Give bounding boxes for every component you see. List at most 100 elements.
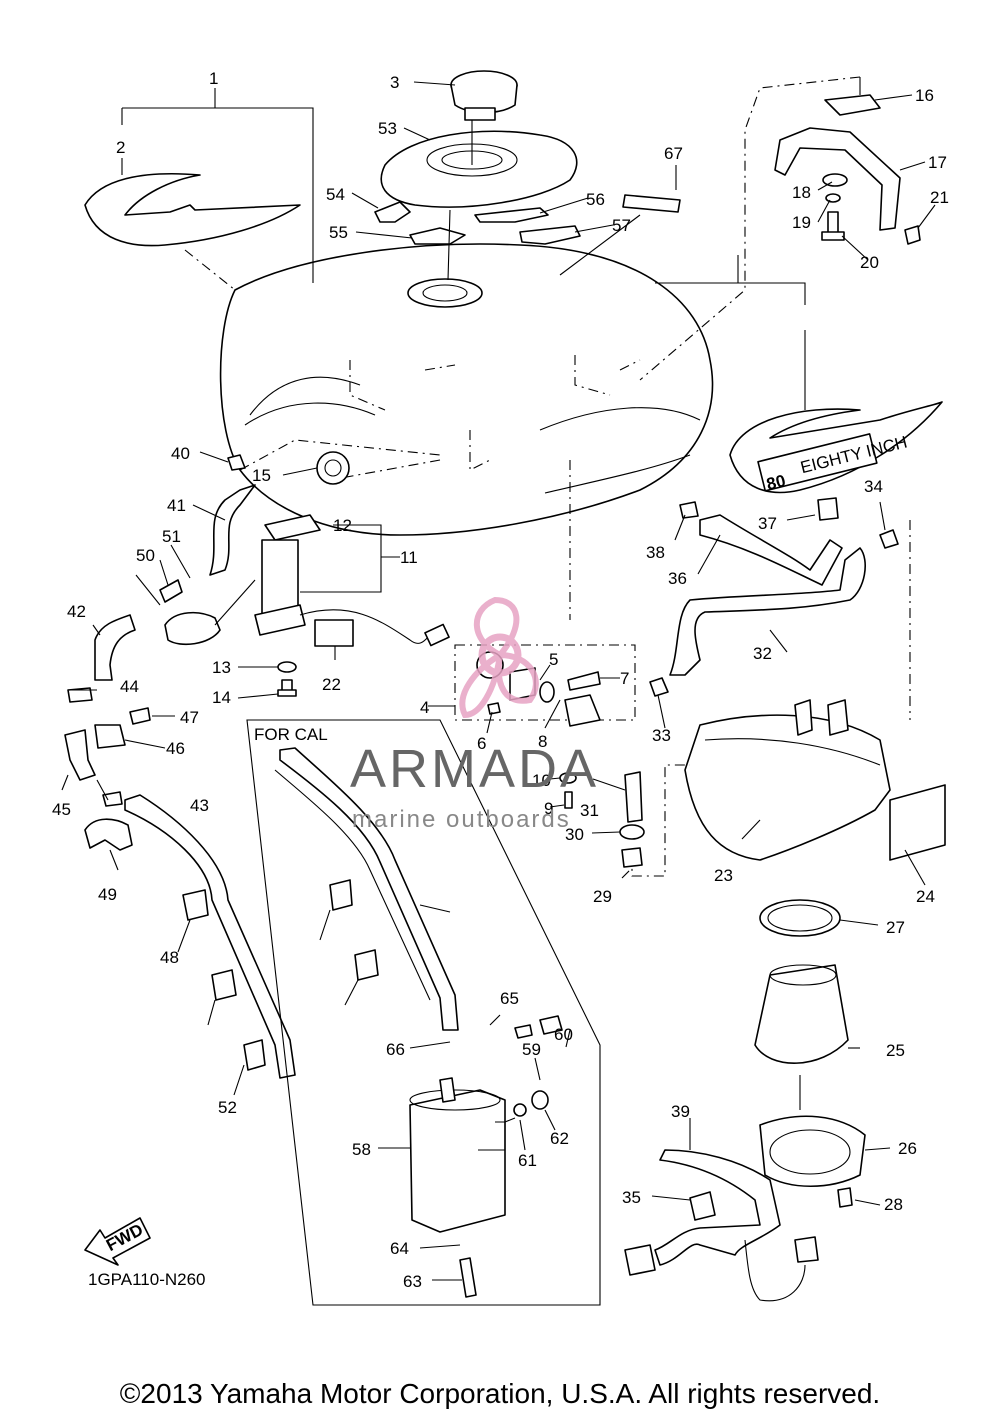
holder-46 xyxy=(94,724,126,749)
decal-57 xyxy=(519,225,581,245)
callout-2: 2 xyxy=(116,138,125,157)
callout-46: 46 xyxy=(166,739,185,758)
callout-labels: 1 2 3 4 5 6 7 8 9 10 11 12 13 14 15 16 1… xyxy=(52,69,949,1291)
callout-62: 62 xyxy=(550,1129,569,1148)
clip-34 xyxy=(879,529,899,549)
fuel-pump-25 xyxy=(754,964,849,1064)
hose-42 xyxy=(94,614,136,681)
callout-13: 13 xyxy=(212,658,231,677)
damper-16 xyxy=(824,94,881,116)
screw-9 xyxy=(564,791,573,809)
callout-55: 55 xyxy=(329,223,348,242)
callout-45: 45 xyxy=(52,800,71,819)
callout-19: 19 xyxy=(792,213,811,232)
callout-47: 47 xyxy=(180,708,199,727)
screw-47 xyxy=(129,707,151,725)
bolt-21 xyxy=(904,225,921,245)
callout-58: 58 xyxy=(352,1140,371,1159)
callout-28: 28 xyxy=(884,1195,903,1214)
fuel-unit-22 xyxy=(314,619,354,647)
watermark-brand: ARMADA xyxy=(350,739,600,799)
clamp-49 xyxy=(84,818,133,851)
fwd-arrow xyxy=(84,1217,151,1266)
clamp-48d xyxy=(354,949,379,981)
callout-3: 3 xyxy=(390,73,399,92)
sub-tank-23 xyxy=(684,714,891,861)
callout-20: 20 xyxy=(860,253,879,272)
callout-67: 67 xyxy=(664,144,683,163)
callout-57: 57 xyxy=(612,216,631,235)
callout-35: 35 xyxy=(622,1188,641,1207)
callout-8: 8 xyxy=(538,732,547,751)
callout-52: 52 xyxy=(218,1098,237,1117)
callout-9: 9 xyxy=(544,799,553,818)
clip-33 xyxy=(649,677,669,697)
harness-39 xyxy=(654,1149,781,1266)
hose-41 xyxy=(209,484,256,576)
callout-64: 64 xyxy=(390,1239,409,1258)
washer-59 xyxy=(514,1024,533,1039)
callout-42: 42 xyxy=(67,602,86,621)
callout-22: 22 xyxy=(322,675,341,694)
bolt-31 xyxy=(624,771,643,823)
hose-36 xyxy=(699,514,843,586)
callout-1: 1 xyxy=(209,69,218,88)
clip-40 xyxy=(227,454,246,471)
tank-emblem-left xyxy=(84,172,301,247)
clip-38 xyxy=(679,501,699,519)
clamp-35 xyxy=(689,1191,716,1221)
clamp-48c xyxy=(329,879,353,911)
callout-18: 18 xyxy=(792,183,811,202)
callout-39: 39 xyxy=(671,1102,690,1121)
callout-54: 54 xyxy=(326,185,345,204)
clamp-48b xyxy=(211,969,237,1001)
callout-12: 12 xyxy=(333,516,352,535)
cock-body xyxy=(564,694,601,727)
joint-50 xyxy=(159,579,183,603)
callout-23: 23 xyxy=(714,866,733,885)
callout-32: 32 xyxy=(753,644,772,663)
diagram-id-code: 1GPA110-N260 xyxy=(88,1270,206,1289)
nut-29 xyxy=(621,847,643,868)
callout-33: 33 xyxy=(652,726,671,745)
clip-37 xyxy=(817,497,839,521)
callout-7: 7 xyxy=(620,669,629,688)
collar-30 xyxy=(619,824,645,840)
callout-56: 56 xyxy=(586,190,605,209)
bolt-28 xyxy=(837,1187,853,1208)
tank-badge-number: 80 xyxy=(765,471,788,494)
gasket-27 xyxy=(759,899,841,937)
callout-53: 53 xyxy=(378,119,397,138)
callout-61: 61 xyxy=(518,1151,537,1170)
callout-59: 59 xyxy=(522,1040,541,1059)
fuel-cock-box xyxy=(454,644,636,721)
callout-51: 51 xyxy=(162,527,181,546)
pipe-32 xyxy=(669,547,866,676)
callout-50: 50 xyxy=(136,546,155,565)
filler-neck xyxy=(407,278,483,308)
for-cal-frame xyxy=(246,719,601,1306)
for-cal-label: FOR CAL xyxy=(254,725,328,744)
callout-65: 65 xyxy=(500,989,519,1008)
callout-29: 29 xyxy=(593,887,612,906)
callout-36: 36 xyxy=(668,569,687,588)
callout-17: 17 xyxy=(928,153,947,172)
grommet-62 xyxy=(531,1090,549,1110)
decal-55 xyxy=(409,227,466,245)
clamp-52 xyxy=(243,1039,266,1071)
decal-54 xyxy=(374,201,411,223)
fuel-sender xyxy=(261,539,299,621)
float xyxy=(164,611,221,646)
plate-26 xyxy=(759,1115,866,1187)
valve-45 xyxy=(64,729,96,781)
bolt-60 xyxy=(539,1015,563,1035)
watermark-subtitle: marine outboards xyxy=(352,806,571,833)
callout-27: 27 xyxy=(886,918,905,937)
hose-43-left xyxy=(124,794,296,1079)
clip-44b xyxy=(102,791,123,807)
decal-56 xyxy=(474,207,549,223)
callout-14: 14 xyxy=(212,688,231,707)
callout-16: 16 xyxy=(915,86,934,105)
canister-58 xyxy=(409,1089,506,1233)
